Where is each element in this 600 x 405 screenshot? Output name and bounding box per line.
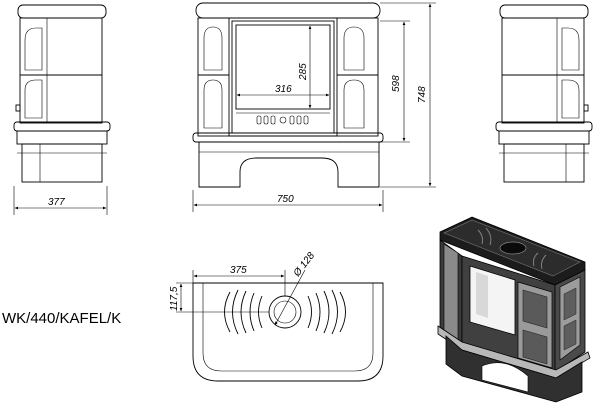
inner-height-label: 285: [298, 63, 309, 81]
flue-diameter-label: Ø 128: [291, 250, 317, 279]
isometric-view: [437, 216, 591, 403]
top-depth-label: 117,5: [169, 286, 180, 311]
model-label: WK/440/KAFEL/K: [2, 310, 121, 327]
door-height-label: 598: [391, 75, 402, 92]
air-vents: [256, 115, 309, 125]
side-depth-label: 377: [48, 197, 65, 208]
side-view-right: [495, 4, 593, 183]
top-view: 375 117,5 Ø 128: [169, 250, 384, 382]
side-view-left: 377: [13, 4, 111, 215]
top-offset-label: 375: [230, 265, 247, 276]
front-view: 316 285 750 598 748: [192, 2, 436, 212]
front-width-label: 750: [277, 194, 294, 205]
inner-width-label: 316: [275, 84, 292, 95]
top-vent-slots-right: [307, 289, 346, 335]
total-height-label: 748: [417, 86, 428, 103]
